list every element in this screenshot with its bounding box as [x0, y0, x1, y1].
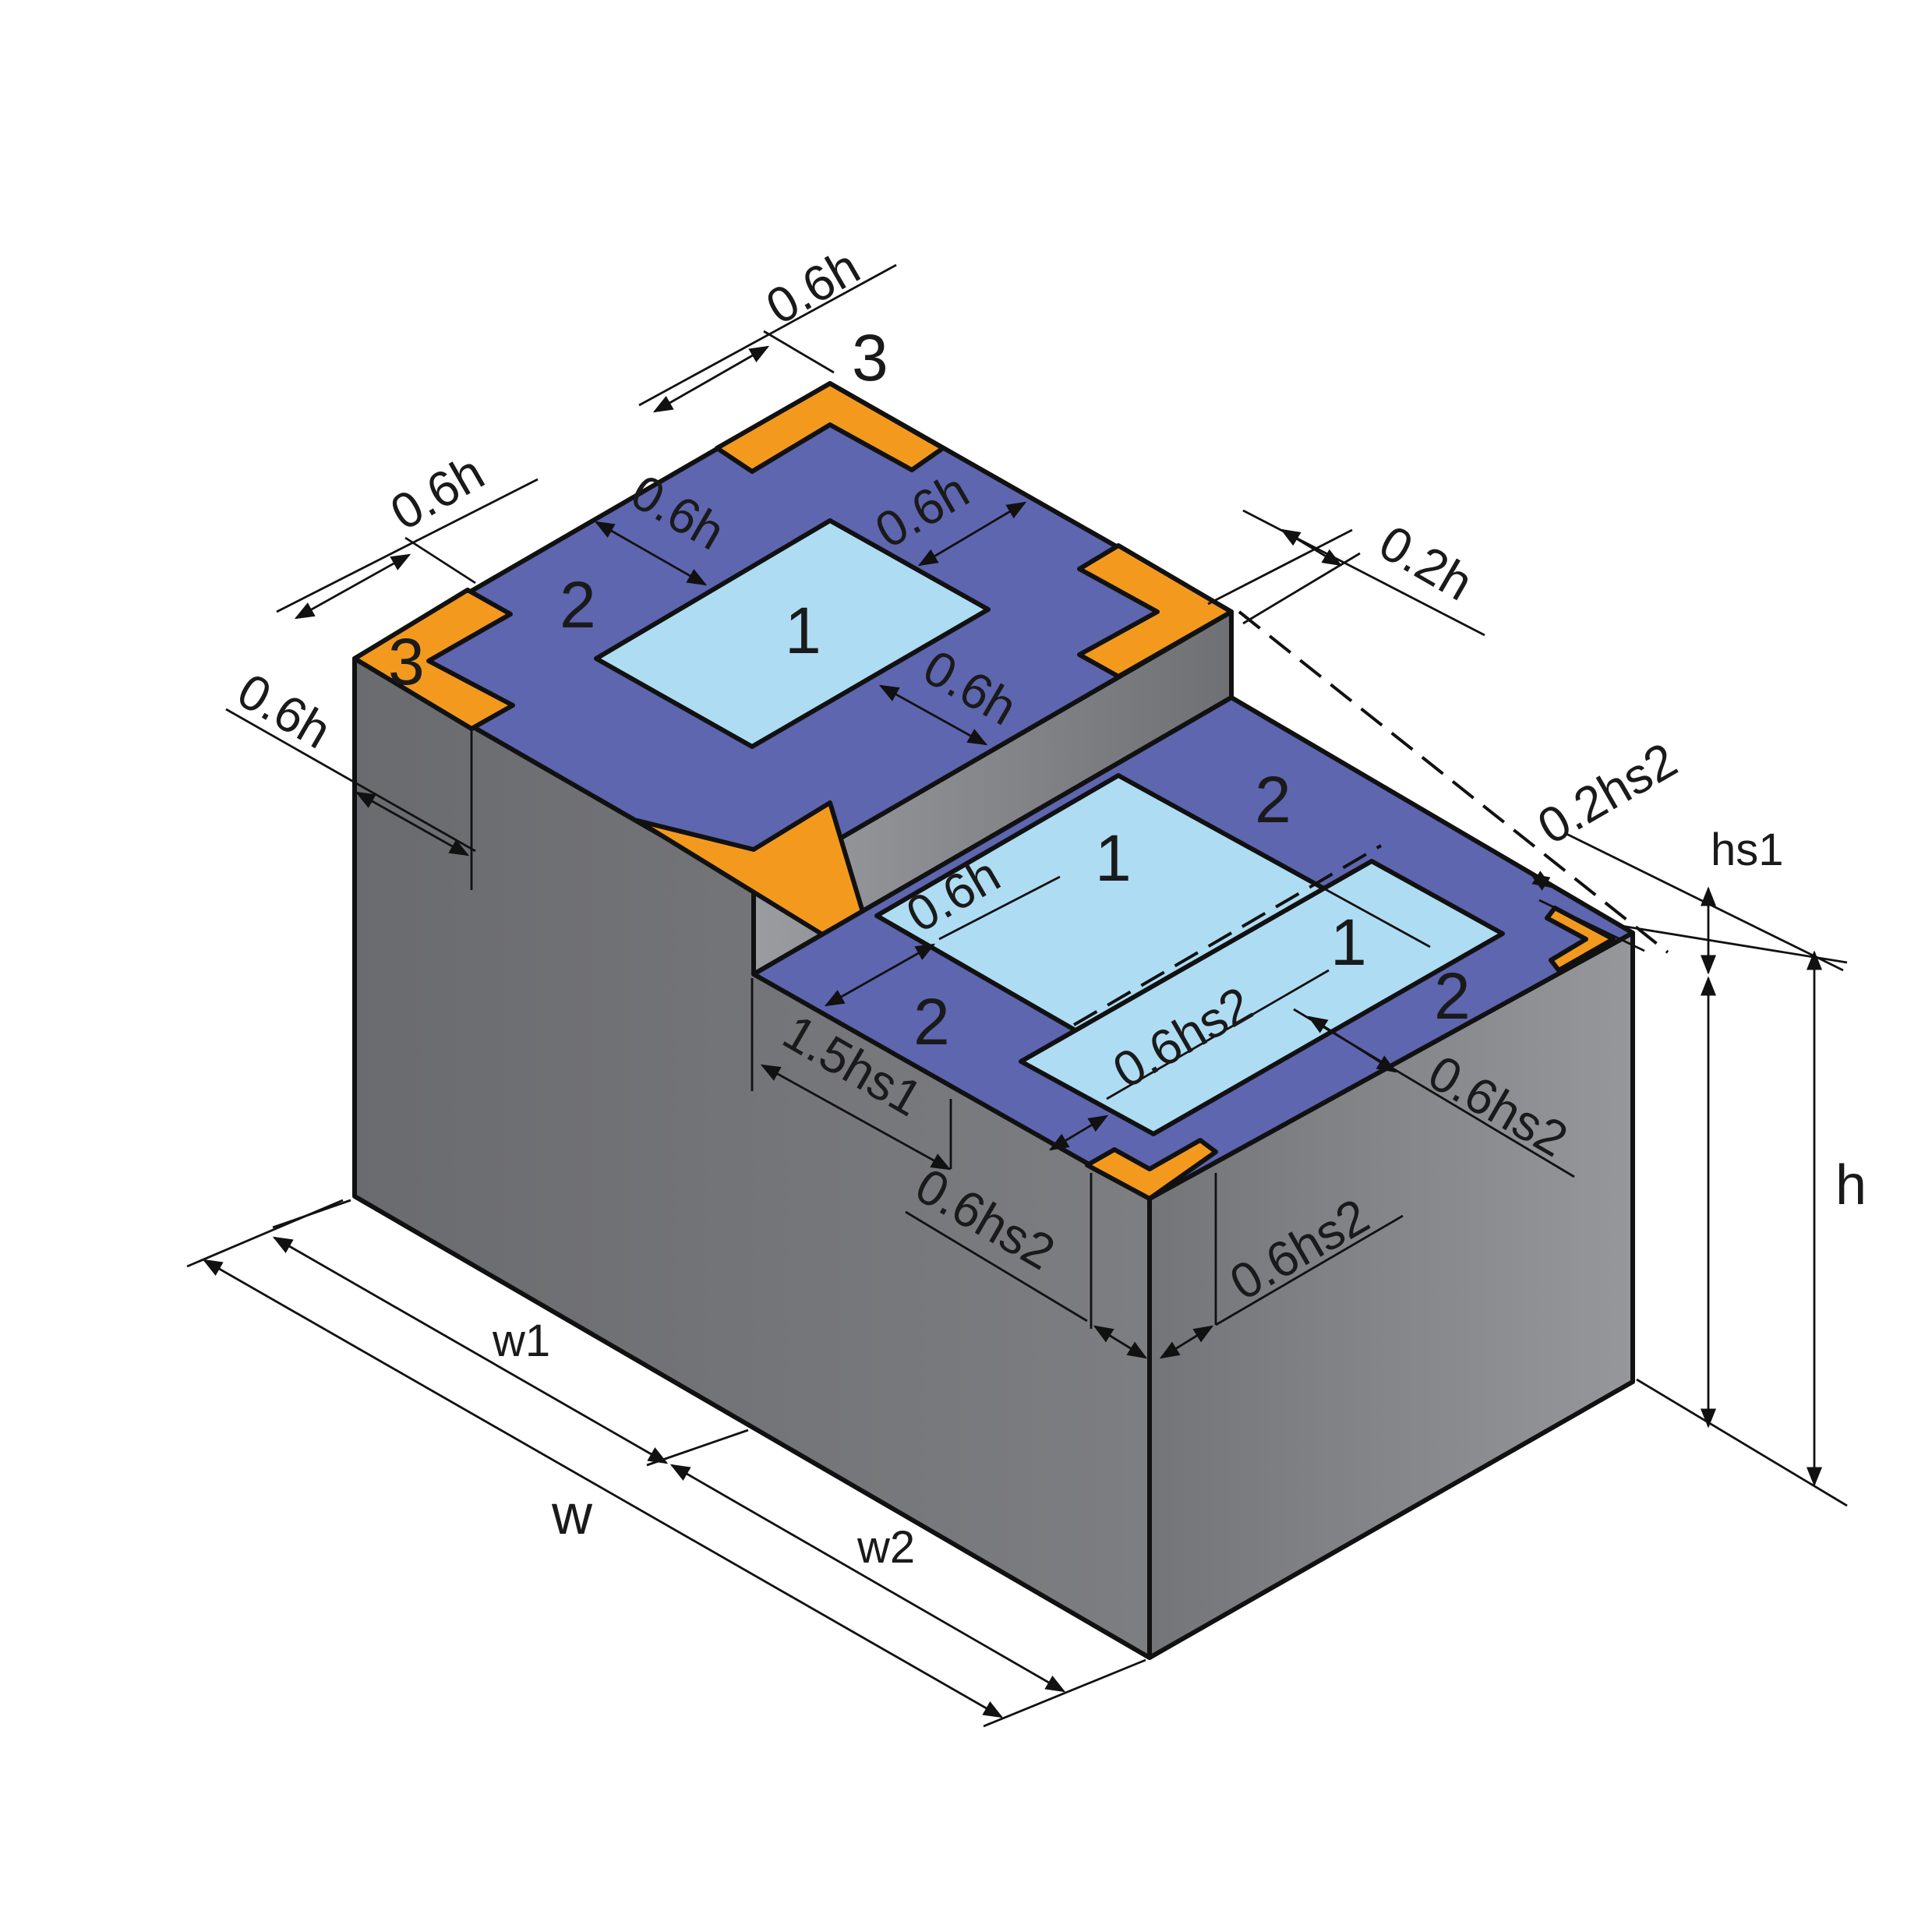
- zone-label-1-lower-back: 1: [1095, 821, 1132, 895]
- label-w1: w1: [492, 1316, 550, 1366]
- label-0-6h-top-left: 0.6h: [381, 443, 493, 541]
- label-0-6h-left: 0.6h: [228, 662, 341, 760]
- label-w2: w2: [857, 1522, 915, 1573]
- zone-label-1-upper: 1: [785, 594, 821, 667]
- zone-label-2-upper: 2: [560, 568, 596, 641]
- lower-zone1-front: [1019, 859, 1505, 1136]
- zone-label-1-lower-front: 1: [1330, 906, 1367, 979]
- orange-bracket-top: [715, 381, 945, 474]
- orange-bracket-bottom: [635, 800, 867, 941]
- zone-label-2-lower-front: 2: [913, 985, 950, 1058]
- zone-label-3-left: 3: [388, 625, 425, 698]
- dimension-lines: [186, 263, 1848, 1728]
- zone-label-2-lower-right: 2: [1434, 959, 1471, 1033]
- label-0-2hs2: 0.2hs2: [1528, 732, 1686, 855]
- zone-label-3-top: 3: [852, 321, 888, 394]
- label-hs1: hs1: [1711, 825, 1784, 875]
- orange-bracket-lower-near: [1085, 1138, 1218, 1201]
- lower-top: [751, 695, 1635, 1201]
- orange-bracket-right: [1077, 543, 1234, 679]
- zone-labels: 1 2 3 3 1 1 2 2 2: [388, 321, 1471, 1058]
- label-w: w: [551, 1484, 593, 1546]
- dashed-lines: [1072, 610, 1669, 1026]
- label-h: h: [1835, 1154, 1867, 1217]
- upper-top-zone1: [594, 518, 991, 749]
- orange-bracket-lower-far: [1545, 906, 1616, 973]
- label-0-2h: 0.2h: [1370, 514, 1482, 612]
- zone-label-2-lower-back: 2: [1255, 763, 1291, 836]
- lower-zone-divider: [1118, 774, 1431, 948]
